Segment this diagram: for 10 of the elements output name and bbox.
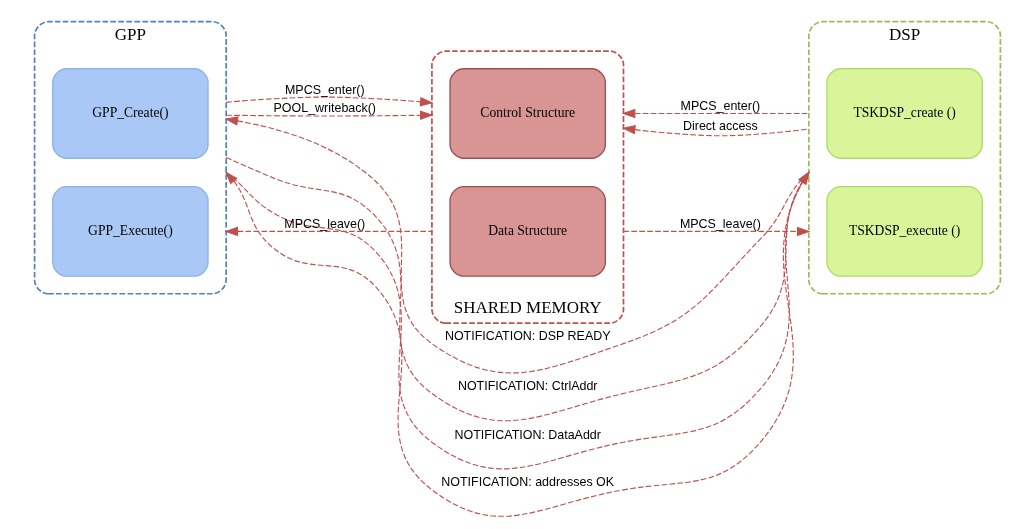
edge-label: NOTIFICATION: DSP READY: [444, 328, 611, 343]
edge-label: MPCS_enter(): [284, 83, 365, 97]
edge-label: Direct access: [682, 119, 758, 134]
edge-label: MPCS_leave(): [283, 216, 365, 231]
edge-label: NOTIFICATION: addresses OK: [440, 475, 614, 490]
edge-label: POOL_writeback(): [273, 101, 376, 116]
edge-label: MPCS_enter(): [680, 98, 760, 113]
edge-label: NOTIFICATION: DataAddr: [453, 427, 601, 442]
edge-label: NOTIFICATION: CtrlAddr: [457, 378, 597, 393]
edge-label: MPCS_leave(): [679, 216, 761, 231]
